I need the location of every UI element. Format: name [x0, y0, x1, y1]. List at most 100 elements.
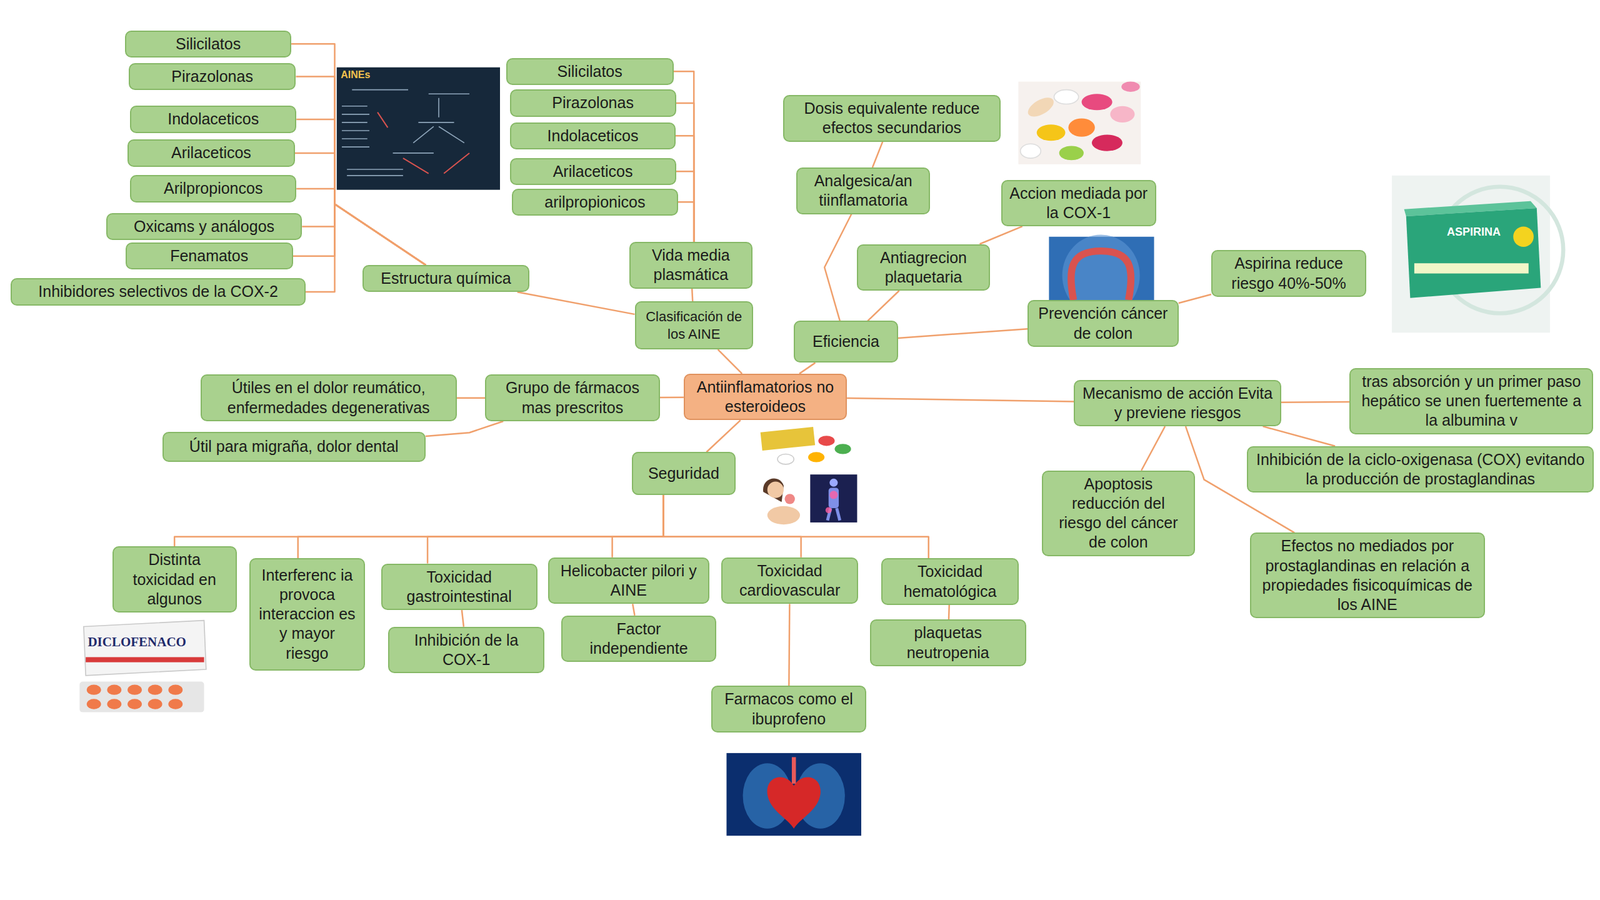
topic-box: Útiles en el dolor reumático, enfermedad…	[200, 374, 457, 422]
topic-box: Analgesica/an tiinflamatoria	[796, 167, 930, 215]
image-label: DICLOFENACO	[87, 635, 187, 650]
tablet	[106, 698, 122, 709]
node-text: Antiinflamatorios no esteroideos	[690, 377, 840, 417]
tablet	[127, 698, 142, 709]
topic-box: Dosis equivalente reduce efectos secunda…	[783, 95, 1001, 142]
pill	[1025, 93, 1057, 121]
node-text: Inhibición de la COX-1	[395, 630, 538, 670]
node-text: Útiles en el dolor reumático, enfermedad…	[207, 378, 450, 418]
slide-line	[428, 93, 470, 95]
node-text: Toxicidad gastrointestinal	[388, 567, 531, 607]
topic-box: Interferenc ia provoca interaccion es y …	[249, 558, 365, 671]
topic-box: tras absorción y un primer paso hepático…	[1349, 368, 1594, 435]
node-text: Pirazolonas	[551, 93, 634, 113]
photo-ground	[74, 616, 210, 720]
heart-photo	[726, 753, 862, 836]
topic-box: Factor independiente	[561, 615, 717, 663]
connector-line	[612, 495, 664, 558]
topic-box: Toxicidad gastrointestinal	[381, 563, 538, 611]
central-topic: Antiinflamatorios no esteroideos	[683, 373, 847, 421]
slide-ground	[336, 67, 500, 190]
slide-line	[346, 168, 404, 170]
slide-line	[351, 89, 409, 91]
colon	[1071, 251, 1132, 300]
topic-box: Pirazolonas	[128, 63, 297, 90]
box	[83, 620, 207, 676]
connector-line	[691, 288, 693, 302]
node-text: Aspirina reduce riesgo 40%-50%	[1218, 253, 1360, 294]
tablet	[106, 685, 122, 695]
box-front	[1406, 208, 1542, 299]
topic-box: Clasificación de los AINE	[635, 301, 754, 350]
node-text: Analgesica/an tiinflamatoria	[803, 171, 924, 211]
topic-box: Aspirina reduce riesgo 40%-50%	[1211, 250, 1367, 297]
slide-arrow	[413, 126, 434, 143]
slide-line	[341, 138, 368, 140]
node-text: Útil para migraña, dolor dental	[189, 436, 399, 457]
node-text: Farmacos como el ibuprofeno	[718, 689, 860, 729]
pill	[835, 443, 852, 454]
photo-ground	[810, 474, 857, 523]
node-text: Prevención cáncer de colon	[1034, 303, 1172, 344]
small-pills-photo	[756, 426, 857, 467]
node-text: Oxicams y análogos	[133, 216, 275, 237]
topic-box: Útil para migraña, dolor dental	[162, 431, 426, 462]
connector-line	[718, 349, 743, 374]
pill	[1068, 118, 1095, 137]
connector-line	[663, 495, 801, 558]
connector-line	[295, 153, 426, 265]
topic-box: Oxicams y análogos	[106, 213, 302, 240]
connector-line	[673, 71, 695, 242]
node-text: Silicilatos	[557, 61, 623, 82]
connector-line	[291, 43, 426, 265]
body-photo	[810, 474, 857, 523]
aorta	[791, 756, 797, 784]
topic-box: Accion mediada por la COX-1	[1001, 180, 1157, 227]
node-text: Arilaceticos	[171, 143, 252, 163]
box-stripe	[85, 656, 204, 662]
pill	[808, 451, 825, 462]
node-text: tras absorción y un primer paso hepático…	[1356, 371, 1587, 431]
box	[760, 426, 816, 451]
connector-line	[872, 141, 883, 168]
node-text: Pirazolonas	[171, 66, 254, 87]
topic-box: Eficiencia	[793, 320, 899, 363]
slide-line	[346, 175, 404, 177]
pill	[777, 454, 794, 465]
torso	[828, 487, 839, 509]
node-text: Efectos no mediados por prostaglandinas …	[1256, 536, 1479, 615]
connector-line	[174, 495, 664, 547]
tablet	[148, 698, 163, 709]
glow	[829, 490, 838, 499]
connector-line	[461, 610, 464, 627]
pill	[1036, 124, 1066, 141]
node-text: Seguridad	[648, 463, 720, 484]
connector-line	[632, 603, 635, 616]
glow	[825, 506, 832, 514]
topic-box: Grupo de fármacos mas prescritos	[485, 374, 660, 422]
connector-line	[1281, 401, 1350, 404]
slide-line	[341, 113, 370, 115]
node-text: Dosis equivalente reduce efectos secunda…	[790, 98, 994, 139]
pill	[1020, 143, 1042, 159]
node-text: Arilpropioncos	[163, 178, 263, 199]
node-text: Indolaceticos	[167, 109, 259, 129]
topic-box: Apoptosis reducción del riesgo del cánce…	[1041, 470, 1195, 557]
slide-line	[341, 105, 368, 107]
pill	[1081, 93, 1113, 110]
slide-line	[341, 146, 370, 148]
node-text: Apoptosis reducción del riesgo del cánce…	[1048, 474, 1189, 553]
aines-slide	[336, 67, 500, 190]
topic-box: Inhibición de la ciclo-oxigenasa (COX) e…	[1246, 446, 1594, 494]
node-text: Estructura química	[380, 268, 511, 289]
box-badge	[1513, 226, 1534, 247]
topic-box: plaquetas neutropenia	[870, 619, 1027, 667]
topic-box: Farmacos como el ibuprofeno	[711, 685, 867, 733]
connector-line	[678, 201, 694, 242]
connector-line	[706, 420, 740, 452]
connector-line	[898, 328, 1028, 339]
tablet	[168, 685, 183, 695]
image-label: AINEs	[340, 69, 370, 81]
pain-spot	[785, 493, 795, 504]
